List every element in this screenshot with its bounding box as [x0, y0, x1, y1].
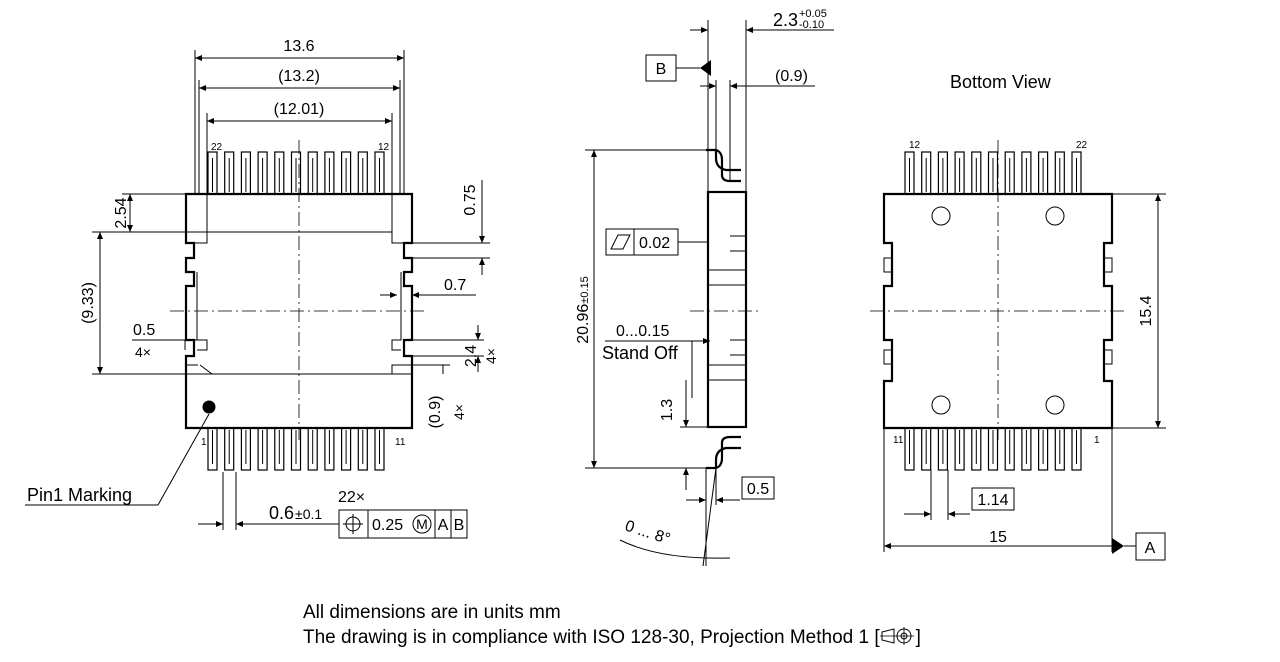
tol-plus: +0.05 — [799, 8, 827, 20]
fcf-datum-a: A — [438, 517, 449, 534]
dim-0-7: 0.7 — [444, 277, 466, 294]
dim-15: 15 — [989, 529, 1007, 546]
mmc-icon — [412, 514, 432, 534]
flatness-icon — [610, 234, 631, 250]
datum-a-box — [1135, 532, 1166, 561]
pin1-marking-label: Pin1 Marking — [27, 485, 132, 505]
dim-0-75: 0.75 — [462, 184, 479, 215]
dim-0-5-box — [741, 476, 775, 500]
dim-9-33: (9.33) — [80, 282, 97, 324]
side-dim-0-9: (0.9) — [775, 68, 808, 85]
ejector-mark-br — [1045, 395, 1065, 415]
datum-b: B — [656, 61, 667, 78]
ejector-mark-tl — [931, 206, 951, 226]
top-leads-upper — [207, 151, 385, 195]
standoff-label: Stand Off — [602, 343, 679, 363]
side-lead-bottom — [706, 435, 741, 470]
dim-4x-c: 4× — [451, 404, 467, 420]
top-leads-lower — [207, 427, 385, 471]
dim-body-width: (13.2) — [278, 68, 320, 85]
dim-1-3: 1.3 — [659, 399, 676, 421]
top-pin-label-11: 11 — [395, 437, 406, 448]
bottom-leads-upper — [904, 151, 1082, 195]
bottom-view: Bottom View 12 22 11 1 15.4 1.14 — [870, 72, 1166, 561]
fcf-datum-b: B — [454, 517, 465, 534]
footer-iso-text: The drawing is in compliance with ISO 12… — [303, 627, 880, 648]
footer-iso-close: ] — [915, 627, 921, 648]
angle-label: 0 ... 8° — [623, 518, 672, 549]
fcf-modifier: M — [416, 516, 428, 532]
standoff-value: 0...0.15 — [616, 323, 669, 340]
dim-length: 20.96±0.15 — [575, 276, 592, 344]
bottom-view-title: Bottom View — [950, 72, 1052, 92]
dim-4x-b: 4× — [483, 348, 499, 364]
top-pin-label-1: 1 — [201, 437, 207, 448]
bottom-pin-label-12: 12 — [909, 140, 921, 151]
side-view-body — [706, 190, 748, 429]
dim-0-5: 0.5 — [133, 322, 155, 339]
footer-iso: The drawing is in compliance with ISO 12… — [303, 626, 921, 649]
bottom-leads-lower — [904, 427, 1082, 471]
ejector-mark-tr — [1045, 206, 1065, 226]
footer-units: All dimensions are in units mm — [303, 602, 561, 623]
pitch-value: 0.6±0.1 — [269, 503, 322, 523]
top-pin-label-22: 22 — [211, 142, 223, 153]
dim-2-4: 2.4 — [463, 345, 480, 367]
dim-pad-width: (12.01) — [274, 101, 325, 118]
dim-1-14-box — [971, 487, 1015, 511]
dim-2-54: 2.54 — [113, 197, 130, 228]
datum-b-box — [645, 54, 677, 82]
bottom-pin-label-1: 1 — [1094, 435, 1100, 446]
projection-method-icon — [879, 627, 914, 645]
ejector-mark-bl — [931, 395, 951, 415]
count-22x: 22× — [338, 489, 365, 506]
bottom-pin-label-11: 11 — [893, 435, 904, 446]
top-pin-label-12: 12 — [378, 142, 390, 153]
flatness-value: 0.02 — [639, 235, 670, 252]
fcf-tolerance: 0.25 — [372, 517, 403, 534]
tol-minus: -0.10 — [799, 19, 824, 31]
side-lead-top — [706, 148, 741, 183]
pin1-dot — [202, 400, 216, 414]
dim-overall-width: 13.6 — [283, 38, 314, 55]
dim-1-14: 1.14 — [977, 492, 1008, 509]
position-tolerance-frame: 0.25 M A B — [338, 509, 468, 539]
side-dim-0-5: 0.5 — [747, 481, 769, 498]
side-view: B 2.3 +0.05 -0.10 (0.9) 0.02 20.96±0.15 … — [575, 8, 834, 567]
dim-15-4: 15.4 — [1138, 295, 1155, 326]
datum-a: A — [1145, 540, 1156, 557]
dim-4x-a: 4× — [135, 344, 151, 360]
bottom-pin-label-22: 22 — [1076, 140, 1088, 151]
dim-thickness: 2.3 — [773, 10, 798, 30]
dim-0-9: (0.9) — [427, 396, 444, 429]
flatness-frame: 0.02 — [605, 228, 679, 256]
top-view: 13.6 (13.2) (12.01) 22 12 1 11 2.54 (9.3… — [25, 38, 499, 539]
